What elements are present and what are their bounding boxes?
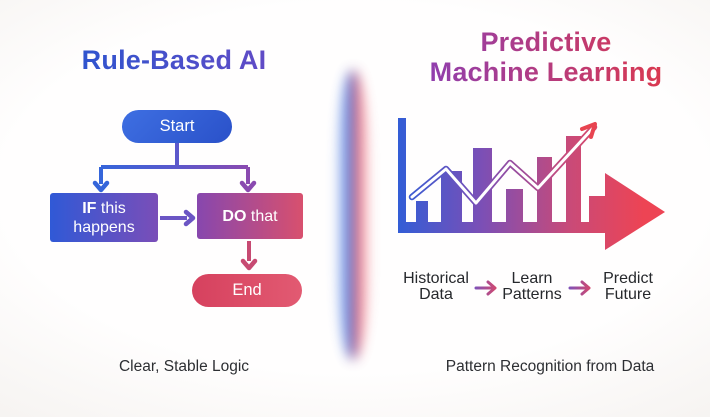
step-arrow-icon (568, 280, 591, 296)
flowchart-connectors (92, 143, 258, 271)
trend-line (410, 125, 596, 205)
flow-if-text: this (100, 199, 126, 217)
step-line2: Patterns (502, 286, 562, 303)
chart-bar (506, 189, 523, 228)
step-arrow-icon (474, 280, 497, 296)
bar-chart (398, 118, 665, 250)
step-line1: Learn (511, 270, 553, 287)
chart-bar (566, 136, 581, 228)
flow-end-node: End (192, 274, 302, 307)
down-arrow-icon (240, 258, 258, 271)
right-caption: Pattern Recognition from Data (445, 358, 655, 375)
flow-if-keyword: IF (82, 199, 97, 217)
step-historical-data: Historical Data (396, 271, 476, 303)
chart-x-axis (398, 222, 607, 233)
flow-end-label: End (232, 281, 262, 299)
flow-start-label: Start (159, 117, 195, 135)
chart-bar (473, 148, 492, 228)
gradient-divider (335, 70, 371, 360)
right-panel-title: Predictive Machine Learning (411, 27, 681, 87)
branch-connector-line (101, 143, 248, 169)
left-panel-title: Rule-Based AI (39, 45, 309, 75)
trend-arrowhead-icon (580, 122, 597, 139)
chart-bar (589, 196, 605, 228)
down-arrow-icon (239, 180, 257, 193)
step-line2: Future (604, 286, 652, 303)
right-title-line2: Machine Learning (429, 57, 663, 87)
flow-if-line2: happens (73, 218, 135, 236)
step-line1: Historical (403, 270, 469, 287)
big-right-arrow-icon (605, 173, 665, 250)
step-learn-patterns: Learn Patterns (492, 271, 572, 303)
flow-do-text: that (250, 207, 278, 225)
chart-bar (537, 157, 552, 228)
right-arrow-icon (183, 209, 196, 227)
step-line1: Predict (603, 270, 653, 287)
flow-start-node: Start (122, 110, 232, 143)
step-line2: Data (419, 286, 453, 303)
down-arrow-icon (92, 180, 110, 193)
right-title-line1: Predictive (480, 27, 612, 57)
flow-do-keyword: DO (222, 207, 247, 225)
chart-bar (416, 201, 428, 228)
chart-y-axis (398, 118, 406, 233)
step-predict-future: Predict Future (588, 271, 668, 303)
left-caption: Clear, Stable Logic (118, 358, 250, 375)
